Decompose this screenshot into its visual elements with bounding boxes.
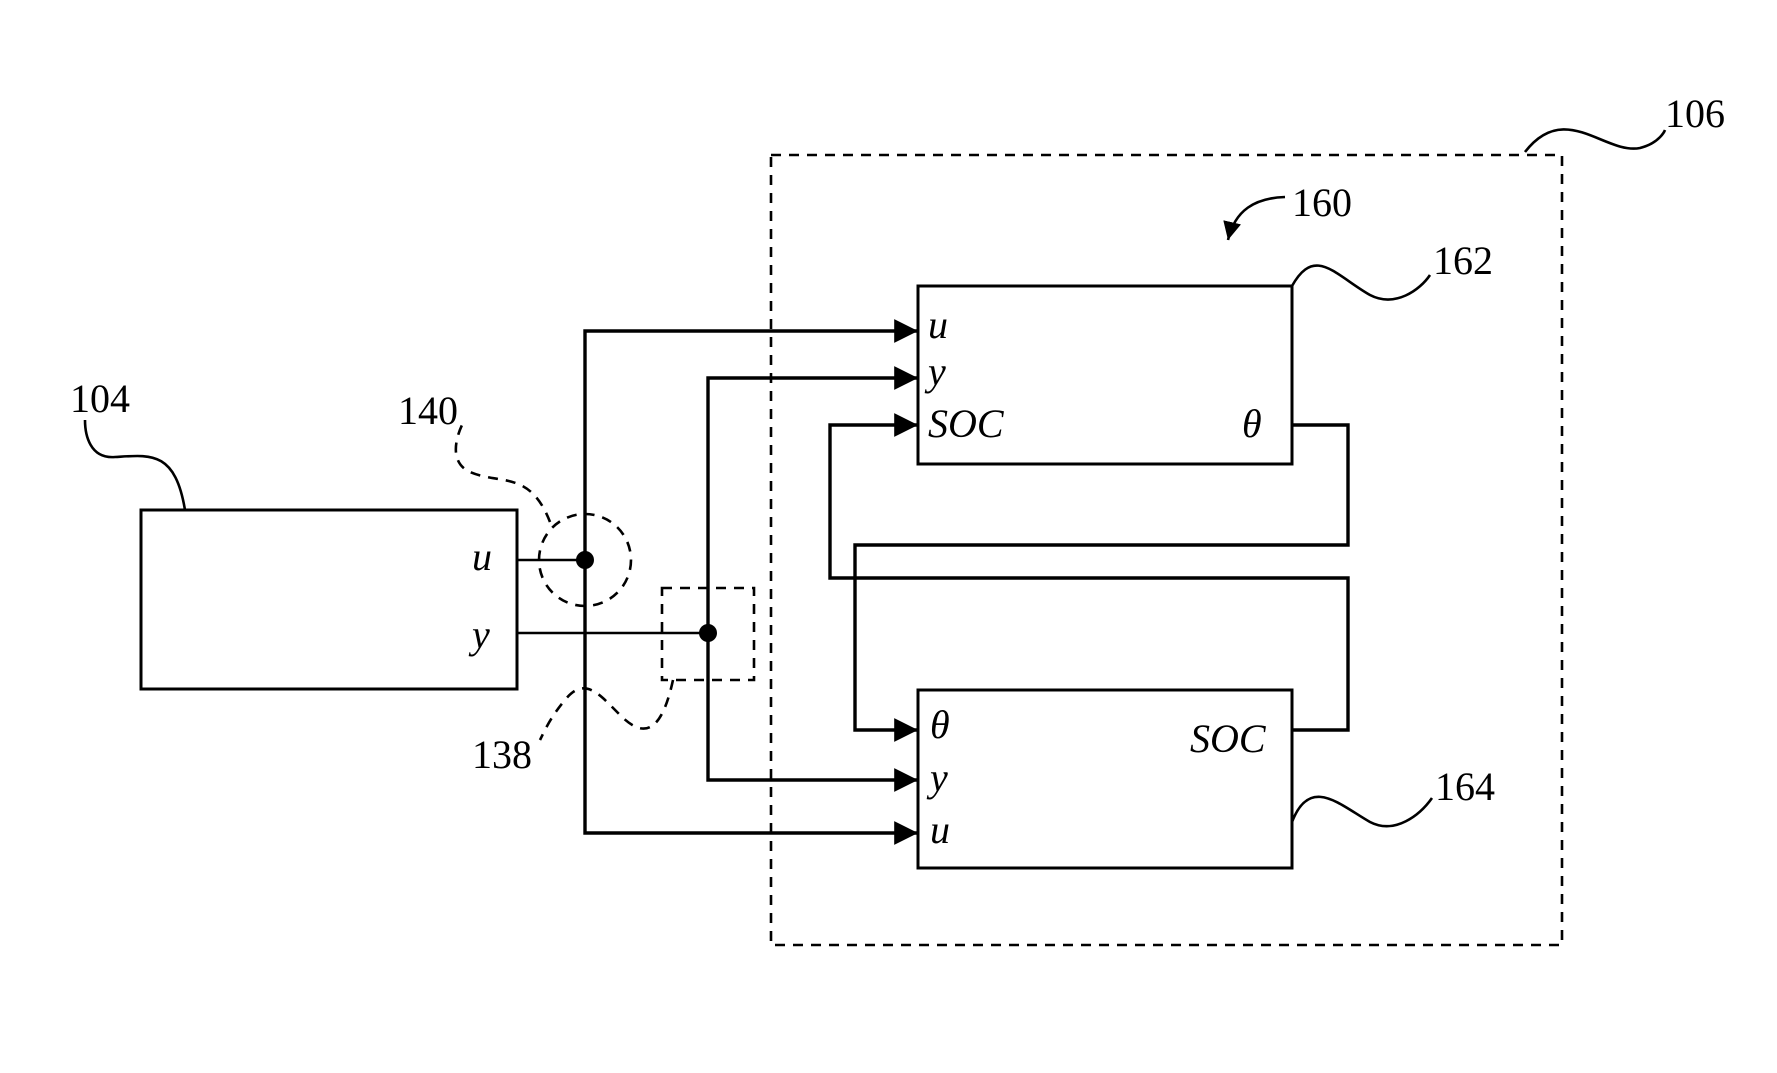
first-estimator-port-u: u [928,302,948,347]
first-estimator-port-soc: SOC [928,401,1005,446]
label-104: 104 [70,376,130,421]
leader-104 [85,420,185,510]
leader-138 [540,680,673,740]
plant-port-y: y [468,612,490,657]
leader-164 [1292,797,1432,826]
arrow-160 [1228,197,1285,240]
leader-106 [1525,129,1665,152]
second-estimator-port-theta: θ [930,702,950,747]
wire-soc-feed [830,425,1348,730]
plant-port-u: u [472,534,492,579]
wire-u-to-second [585,560,918,833]
first-estimator-port-theta: θ [1242,401,1262,446]
wire-y-to-second [708,633,918,780]
second-estimator-port-y: y [926,755,948,800]
first-estimator-port-y: y [924,349,946,394]
label-140: 140 [398,388,458,433]
junction-y [699,624,717,642]
label-162: 162 [1433,238,1493,283]
label-160: 160 [1292,180,1352,225]
leader-140 [456,425,550,522]
label-164: 164 [1435,764,1495,809]
second-estimator-port-soc: SOC [1190,716,1267,761]
label-138: 138 [472,732,532,777]
plant-block [141,510,517,689]
second-estimator-port-u: u [930,807,950,852]
junction-u [576,551,594,569]
wire-u-to-first [585,331,918,560]
leader-162 [1292,266,1430,300]
wire-y-to-first [708,378,918,633]
label-106: 106 [1665,91,1725,136]
